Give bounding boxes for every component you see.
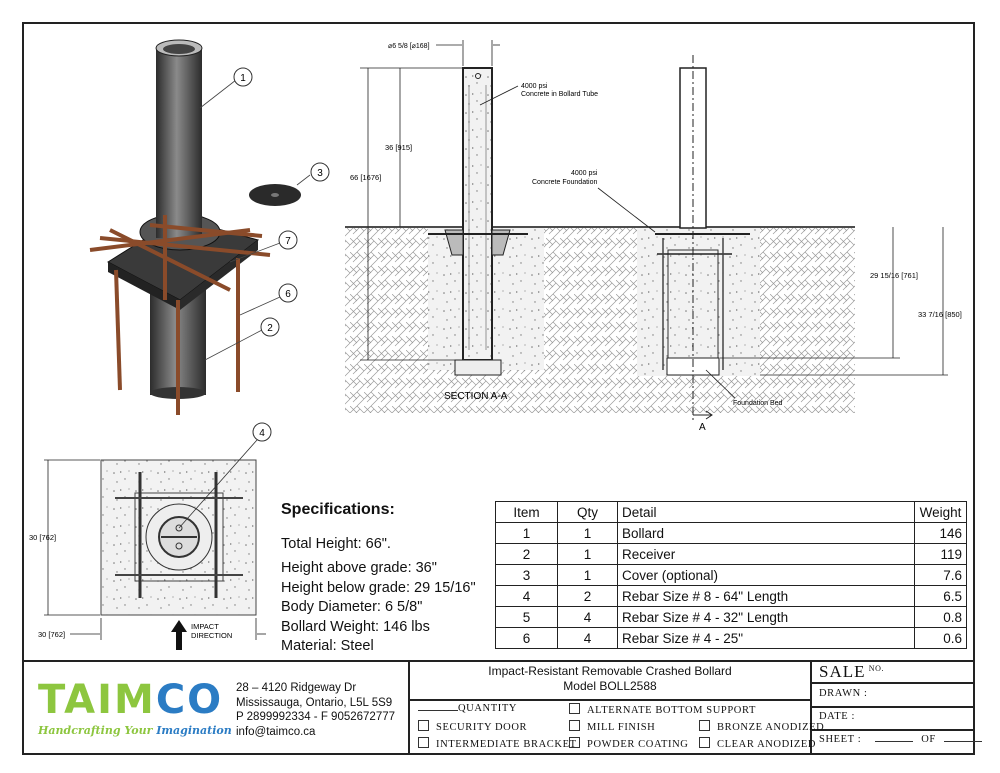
option-powder-coating[interactable]: POWDER COATING — [569, 737, 688, 750]
spec-line: Body Diameter: 6 5/8" — [281, 599, 423, 615]
plan-height-dim: 30 [762] — [29, 533, 56, 542]
isometric-bollard-view: 1 3 7 6 2 — [89, 39, 330, 415]
drawing-frame — [22, 22, 975, 755]
option-alternate-bottom-support[interactable]: ALTERNATE BOTTOM SUPPORT — [569, 703, 756, 716]
email-link[interactable]: info@taimco.ca — [236, 725, 316, 738]
callout-6: 6 — [278, 283, 298, 303]
spec-line: Height below grade: 29 15/16" — [281, 579, 476, 596]
title-block — [22, 660, 975, 757]
product-title: Impact-Resistant Removable Crashed Bolla… — [488, 664, 732, 678]
svg-text:Concrete in Bollard Tube: Concrete in Bollard Tube — [521, 91, 598, 98]
svg-text:DIRECTION: DIRECTION — [191, 631, 232, 640]
plan-width-dim: 30 [762] — [38, 630, 65, 639]
bollard-section — [462, 67, 493, 361]
checkbox[interactable] — [418, 720, 429, 731]
option-mill-finish[interactable]: MILL FINISH — [569, 720, 655, 733]
svg-text:3: 3 — [317, 168, 323, 179]
callout-4: 4 — [252, 422, 272, 442]
svg-text:6: 6 — [285, 289, 291, 300]
diameter-dim: ⌀6 5/8 [⌀168] — [388, 43, 430, 50]
quantity-field[interactable]: QUANTITY — [418, 703, 517, 714]
option-clear-anodized[interactable]: CLEAR ANODIZED — [699, 737, 816, 750]
callout-1: 1 — [233, 67, 253, 87]
checkbox[interactable] — [569, 703, 580, 714]
product-title-block: Impact-Resistant Removable Crashed Bolla… — [410, 664, 810, 694]
above-grade-dim: 36 [915] — [385, 143, 412, 152]
svg-text:7: 7 — [285, 236, 291, 247]
svg-text:1: 1 — [240, 73, 246, 84]
checkbox[interactable] — [699, 720, 710, 731]
svg-text:Foundation Bed: Foundation Bed — [733, 400, 783, 407]
svg-text:IMPACT: IMPACT — [191, 622, 219, 631]
section-view: ⌀6 5/8 [⌀168] 66 [1676] 36 [915] 4000 ps… — [345, 40, 855, 413]
option-bronze-anodized[interactable]: BRONZE ANODIZED — [699, 720, 824, 733]
section-marker: A — [699, 422, 706, 433]
concrete-foundation-right — [637, 228, 760, 376]
model-number: Model BOLL2588 — [563, 679, 657, 693]
checkbox[interactable] — [569, 720, 580, 731]
section-label: SECTION A-A — [444, 391, 508, 402]
plan-view: 4 30 [762] 30 [762] IMPACT DIRECTION — [29, 422, 272, 650]
option-security-door[interactable]: SECURITY DOOR — [418, 720, 527, 733]
callout-7: 7 — [278, 230, 298, 250]
specifications-title: Specifications: — [281, 501, 395, 518]
callout-2: 2 — [260, 317, 280, 337]
specifications: Specifications: Total Height: 66". Heigh… — [281, 500, 476, 657]
date-field[interactable]: DATE : — [819, 711, 855, 722]
impact-arrow-icon — [171, 620, 187, 650]
svg-text:4: 4 — [259, 428, 265, 439]
drawn-field[interactable]: DRAWN : — [819, 688, 868, 699]
svg-text:Concrete Foundation: Concrete Foundation — [532, 179, 597, 186]
bollard-tube — [156, 48, 202, 238]
below-grade-dim: 29 15/16 [761] — [870, 271, 918, 280]
spec-line: Total Height: 66". — [281, 535, 391, 552]
elevation-view: 29 15/16 [761] 33 7/16 [850] Foundation … — [655, 55, 962, 433]
company-address: 28 – 4120 Ridgeway Dr Mississauga, Ontar… — [236, 682, 396, 738]
checkbox[interactable] — [699, 737, 710, 748]
option-intermediate-bracket[interactable]: INTERMEDIATE BRACKET — [418, 737, 577, 750]
svg-text:4000 psi: 4000 psi — [521, 83, 548, 90]
spec-line: Material: Steel — [281, 638, 374, 654]
sale-number-field[interactable]: SALE NO. — [819, 662, 885, 681]
svg-text:4000 psi: 4000 psi — [571, 170, 598, 177]
rebar — [89, 215, 271, 415]
taimco-logo: TAIMCO Handcrafting Your Imagination — [38, 677, 232, 737]
checkbox[interactable] — [569, 737, 580, 748]
spec-line: Bollard Weight: 146 lbs — [281, 618, 430, 635]
total-height-dim: 66 [1676] — [350, 173, 381, 182]
spec-line: Height above grade: 36" — [281, 560, 437, 576]
sheet-field[interactable]: SHEET :OF — [819, 734, 982, 745]
table-header: Item Qty Detail Weight — [495, 501, 967, 523]
callout-3: 3 — [310, 162, 330, 182]
foundation-depth-dim: 33 7/16 [850] — [918, 310, 962, 319]
checkbox[interactable] — [418, 737, 429, 748]
svg-text:2: 2 — [267, 323, 273, 334]
